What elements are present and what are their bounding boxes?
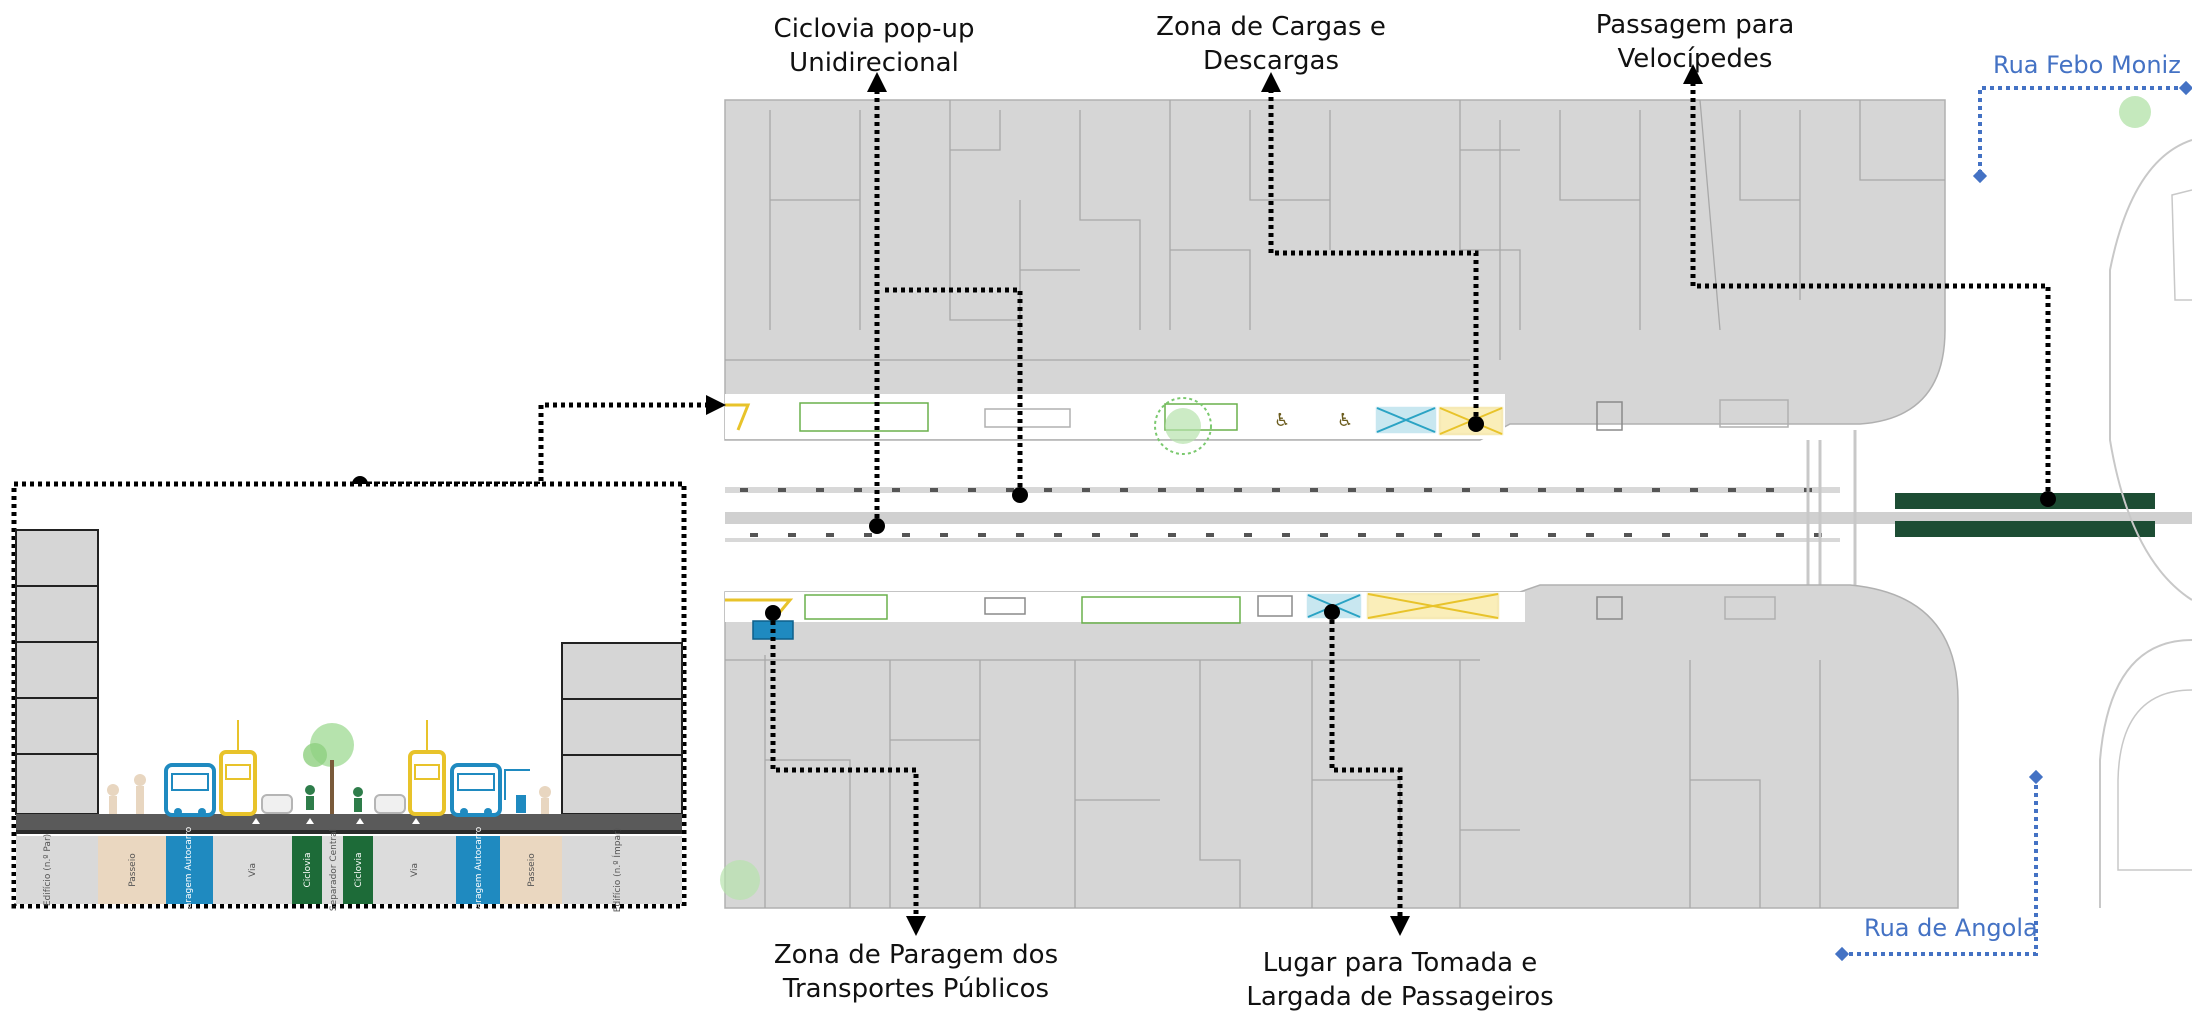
callout-passagem-line2: Velocípedes [1617,44,1773,74]
strip-label: Passeio [527,853,537,887]
callout-tomada-line1: Lugar para Tomada e [1262,948,1538,978]
cycle-crossing-lane [1895,521,2155,537]
plan-view: ♿ ♿ [720,96,2192,909]
callout-paragem-line2: Transportes Públicos [782,974,1050,1004]
cross-section: Edifício (n.º Par) Passeio Paragem Autoc… [11,481,687,913]
callout-passagem: Passagem para Velocípedes [1596,8,1795,76]
callout-cargas-line1: Zona de Cargas e [1156,12,1386,42]
north-plot-lines [725,99,1945,361]
callout-ciclovia-line2: Unidirecional [789,48,959,78]
north-building-block [724,99,1946,441]
cyclist-icon [305,785,363,812]
strip-label: Passeio [128,853,138,887]
callout-cargas-line2: Descargas [1202,46,1340,76]
section-strip-labels: Edifício (n.º Par) Passeio Paragem Autoc… [43,826,623,913]
arrow-up-icon [252,818,420,824]
strip-label: Paragem Autocarro [474,826,484,913]
callout-ciclovia: Ciclovia pop-up Unidirecional [774,12,975,80]
bus-icon [450,763,530,817]
road [725,487,2192,542]
strip-label: Edifício (n.º Par) [43,834,53,906]
tram-icon [408,720,446,816]
south-plot-lines [725,655,1821,908]
section-building-right [561,642,683,815]
street-label-febo-moniz: Rua Febo Moniz [1993,51,2181,79]
callout-tomada-line2: Largada de Passageiros [1246,982,1554,1012]
street-leaders [1834,80,2192,962]
strip-label: Ciclovia [354,852,364,887]
callout-passagem-line1: Passagem para [1595,10,1795,40]
callout-tomada: Lugar para Tomada e Largada de Passageir… [1246,946,1553,1014]
callout-cargas: Zona de Cargas e Descargas [1156,10,1386,78]
wheelchair-icon: ♿ [1337,410,1353,431]
pedestrian-icon [107,774,551,814]
strip-label: Via [410,863,420,877]
strip-label: Ciclovia [303,852,313,887]
tree-icon [2119,96,2151,128]
strip-label: Via [248,863,258,877]
street-label-angola: Rua de Angola [1864,914,2038,942]
strip-label: Edifício (n.º Ímpar) [611,828,623,912]
wheelchair-icon: ♿ [1274,410,1290,431]
crossing-lines [1806,430,1857,590]
strip-label: Paragem Autocarro [184,826,194,913]
car-icon [261,794,293,814]
cycle-crossing-lane [1895,493,2155,509]
section-strips [16,836,682,904]
section-building-left [15,529,99,815]
tree-icon [303,723,354,814]
strip-label: Separador Central [329,829,339,911]
tree-icon [1154,397,1212,455]
tram-icon [219,720,257,816]
green-parking-bay [799,402,929,432]
callout-paragem-line1: Zona de Paragem dos [773,940,1059,970]
south-building-block [724,584,1959,909]
callout-ciclovia-line1: Ciclovia pop-up [773,14,975,44]
car-icon [374,794,406,814]
callout-paragem: Zona de Paragem dos Transportes Públicos [774,938,1058,1006]
tree-icon [720,860,760,900]
bus-icon [164,763,216,817]
